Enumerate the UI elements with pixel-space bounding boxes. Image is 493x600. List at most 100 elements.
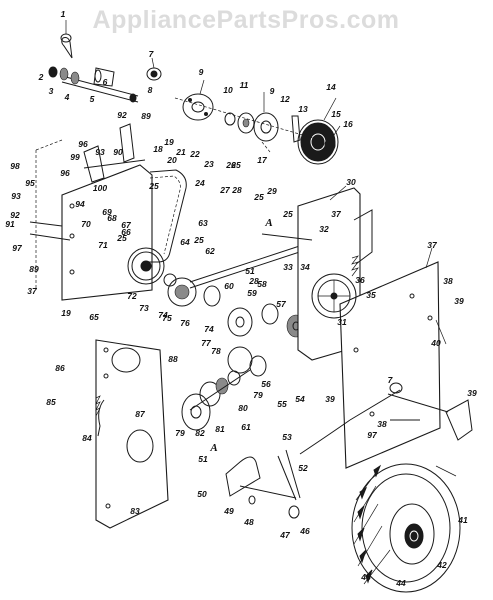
callout-79: 79 <box>253 390 263 400</box>
diagram-art <box>29 20 473 593</box>
callout-93: 93 <box>95 147 105 157</box>
callout-22: 22 <box>189 149 200 159</box>
callout-24: 24 <box>194 178 205 188</box>
callout-99: 99 <box>70 152 80 162</box>
callout-71: 71 <box>98 240 108 250</box>
callout-45: 45 <box>360 572 371 582</box>
callout-76: 76 <box>180 318 190 328</box>
callout-28-2: 28 <box>248 276 259 286</box>
callout-42: 42 <box>436 560 447 570</box>
callout-88: 88 <box>168 354 178 364</box>
callout-41: 41 <box>457 515 468 525</box>
callout-30: 30 <box>346 177 356 187</box>
callout-25-2: 25 <box>230 160 241 170</box>
callout-19: 19 <box>164 137 174 147</box>
callout-70: 70 <box>81 219 91 229</box>
callout-37-2: 37 <box>427 240 438 250</box>
callout-61: 61 <box>241 422 251 432</box>
callout-38-2: 38 <box>377 419 387 429</box>
callout-28: 28 <box>231 185 242 195</box>
callout-83: 83 <box>130 506 140 516</box>
callout-14: 14 <box>326 82 336 92</box>
callout-81: 81 <box>215 424 225 434</box>
callout-96-2: 96 <box>78 139 88 149</box>
callout-87: 87 <box>135 409 146 419</box>
callout-60: 60 <box>224 281 234 291</box>
callout-49: 49 <box>223 506 234 516</box>
callout-94: 94 <box>75 199 85 209</box>
callout-5: 5 <box>90 94 95 104</box>
callout-69: 69 <box>102 207 112 217</box>
callout-54: 54 <box>295 394 305 404</box>
callout-74: 74 <box>158 310 168 320</box>
callout-47: 47 <box>279 530 291 540</box>
reference-letter-a: A <box>264 217 272 229</box>
callout-90: 90 <box>113 147 123 157</box>
callout-37-3: 37 <box>27 286 38 296</box>
callout-73: 73 <box>139 303 149 313</box>
callout-50: 50 <box>197 489 207 499</box>
callout-25-3: 25 <box>116 233 127 243</box>
callout-13: 13 <box>298 104 308 114</box>
callout-100: 100 <box>93 183 107 193</box>
callout-91: 91 <box>5 219 15 229</box>
callout-23: 23 <box>203 159 214 169</box>
callout-25: 25 <box>148 181 159 191</box>
callout-51: 51 <box>198 454 208 464</box>
callout-11: 11 <box>240 80 249 90</box>
callout-44: 44 <box>395 578 406 588</box>
callout-85: 85 <box>46 397 56 407</box>
callout-10: 10 <box>223 85 233 95</box>
callout-53: 53 <box>282 432 292 442</box>
callout-46: 46 <box>299 526 310 536</box>
callout-17: 17 <box>257 155 268 165</box>
callout-7: 7 <box>149 49 155 59</box>
callout-92: 92 <box>117 110 127 120</box>
callout-19-2: 19 <box>61 308 71 318</box>
callout-12: 12 <box>280 94 290 104</box>
callout-67: 67 <box>121 220 132 230</box>
callout-57: 57 <box>276 299 287 309</box>
callout-51-2: 51 <box>245 266 255 276</box>
callout-64: 64 <box>180 237 190 247</box>
callout-40: 40 <box>430 338 441 348</box>
callout-36: 36 <box>355 275 365 285</box>
callout-7-2: 7 <box>388 375 394 385</box>
callout-66: 66 <box>121 227 131 237</box>
callout-82: 82 <box>195 428 205 438</box>
callout-26: 26 <box>225 160 236 170</box>
reference-letter-a-2: A <box>209 442 217 454</box>
callout-16: 16 <box>343 119 353 129</box>
callout-52: 52 <box>298 463 308 473</box>
callout-75: 75 <box>162 313 172 323</box>
callout-9-2: 9 <box>270 86 275 96</box>
callout-74-2: 74 <box>204 324 214 334</box>
callout-37: 37 <box>331 209 342 219</box>
callout-58: 58 <box>257 279 267 289</box>
callout-34: 34 <box>300 262 310 272</box>
callout-39-2: 39 <box>325 394 335 404</box>
callout-63: 63 <box>198 218 208 228</box>
callout-27: 27 <box>219 185 231 195</box>
callout-89-2: 89 <box>29 264 39 274</box>
callout-97-2: 97 <box>367 430 378 440</box>
callout-8: 8 <box>148 85 153 95</box>
callout-68: 68 <box>107 213 117 223</box>
callout-3: 3 <box>49 86 54 96</box>
callout-93-2: 93 <box>11 191 21 201</box>
callout-38: 38 <box>443 276 453 286</box>
callout-84: 84 <box>82 433 92 443</box>
callout-59: 59 <box>247 288 257 298</box>
callout-96: 96 <box>60 168 70 178</box>
callout-21: 21 <box>175 147 186 157</box>
callout-29: 29 <box>266 186 277 196</box>
callout-6: 6 <box>103 77 108 87</box>
callout-35: 35 <box>366 290 376 300</box>
callout-20: 20 <box>166 155 177 165</box>
callout-97: 97 <box>12 243 23 253</box>
callout-62: 62 <box>205 246 215 256</box>
callout-80: 80 <box>238 403 248 413</box>
callout-25-5: 25 <box>253 192 264 202</box>
